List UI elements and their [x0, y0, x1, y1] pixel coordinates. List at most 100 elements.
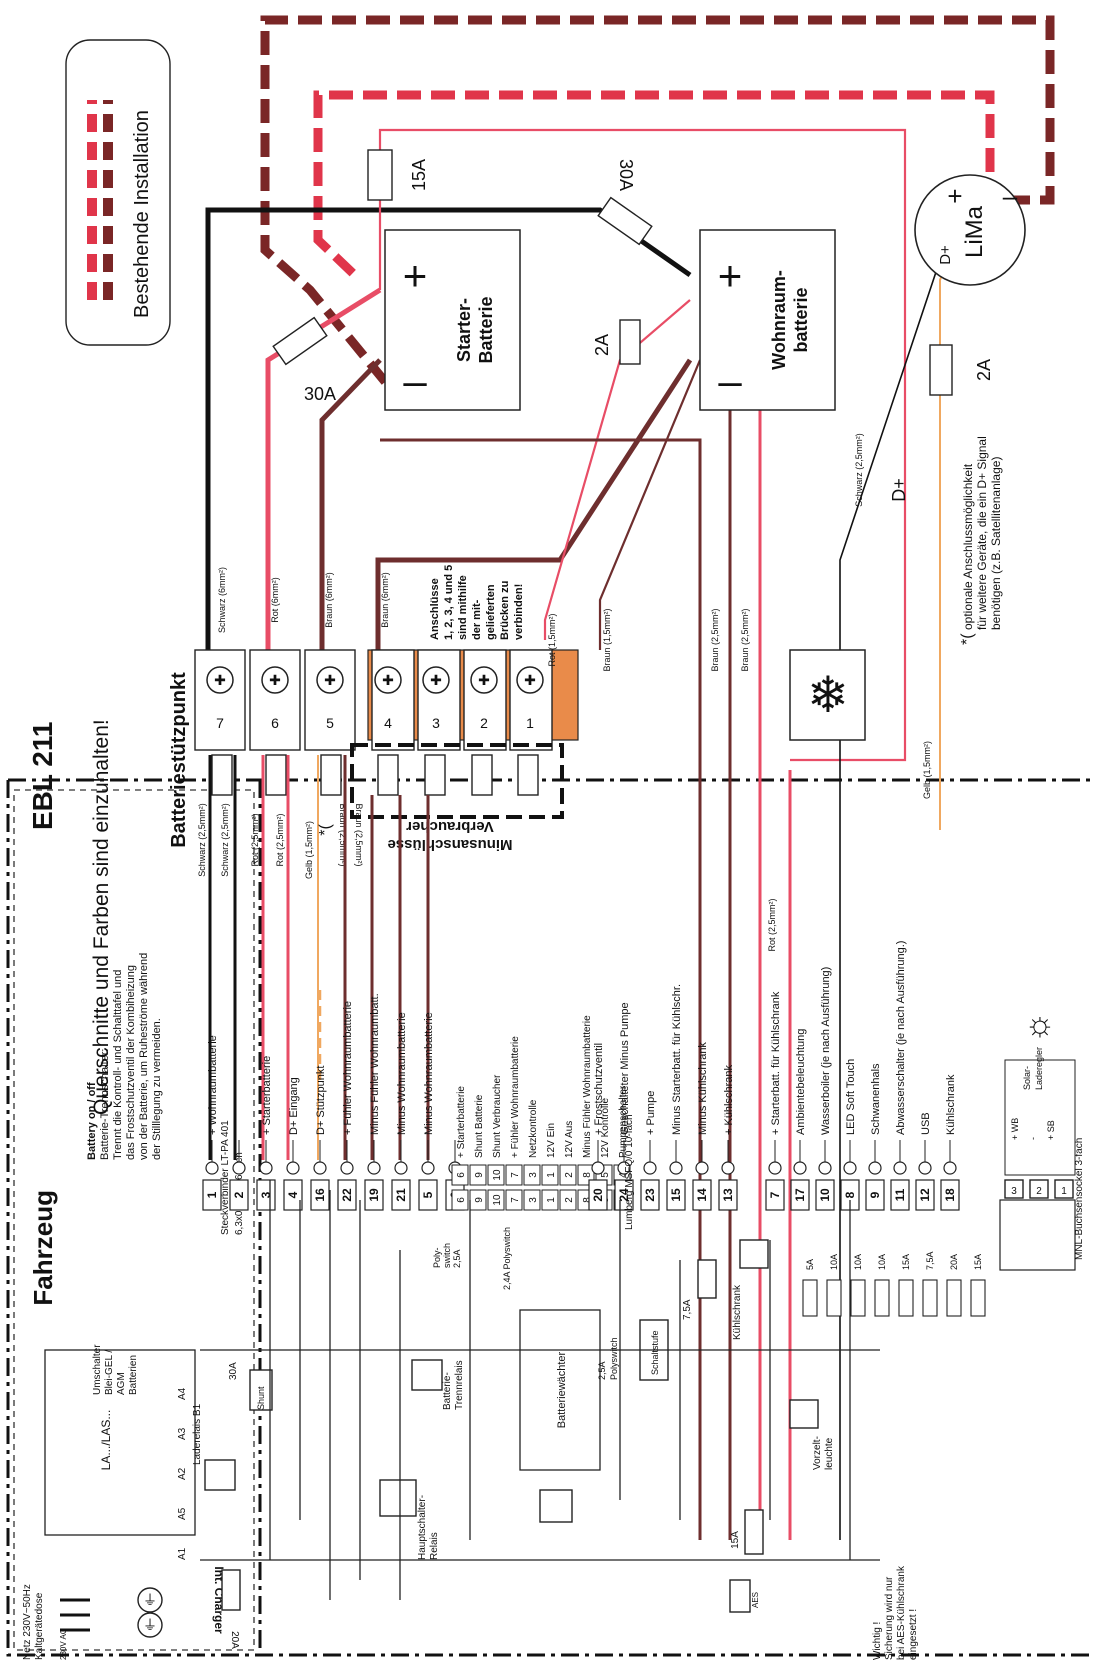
- pin-label: Shunt Verbraucher: [492, 1074, 503, 1158]
- svg-text:-: -: [1028, 1137, 1038, 1140]
- svg-text:eingesetzt !: eingesetzt !: [908, 1609, 919, 1660]
- pin-label: Minus Wohnraumbatterie: [423, 1012, 435, 1135]
- pin-row: 66+ Starterbatterie: [451, 1086, 469, 1211]
- output-fuse: 5A: [802, 1259, 818, 1317]
- pin-number: 4: [618, 1172, 629, 1178]
- pin-label: LED Soft Touch: [845, 1059, 857, 1135]
- svg-text:✚: ✚: [478, 672, 490, 688]
- pin-number: 22: [340, 1188, 354, 1202]
- svg-text:gelieferten: gelieferten: [485, 584, 497, 640]
- svg-text:+: +: [403, 252, 428, 299]
- svg-text:benötigen (z.B. Satellitenanla: benötigen (z.B. Satellitenanlage): [989, 457, 1003, 630]
- fuse-label: 10A: [829, 1254, 839, 1270]
- output-fuse: 10A: [874, 1254, 890, 1317]
- pin-label: D+ Stützpunkt: [315, 1066, 327, 1135]
- pin-row: 13+ Kühlschrank: [718, 1064, 738, 1211]
- svg-text:Schwarz (2,5mm²): Schwarz (2,5mm²): [854, 433, 864, 507]
- output-fuse: 10A: [826, 1254, 842, 1317]
- svg-text:15A: 15A: [730, 1531, 741, 1549]
- svg-text:Laderelais B1: Laderelais B1: [192, 1403, 203, 1465]
- fuse-2a-batt: 2A: [592, 319, 641, 365]
- svg-text:✚: ✚: [269, 672, 281, 688]
- terminal-1: ✚ 1: [509, 649, 553, 751]
- svg-text:A4: A4: [177, 1387, 188, 1400]
- fuse-label: 10A: [853, 1254, 863, 1270]
- svg-text:⏚: ⏚: [143, 1592, 157, 1608]
- svg-text:Wohnraum-: Wohnraum-: [769, 270, 789, 370]
- svg-text:für weitere Geräte, die ein D+: für weitere Geräte, die ein D+ Signal: [975, 436, 989, 630]
- pin-label: + Starterbatterie: [261, 1056, 273, 1135]
- svg-text:2,5A: 2,5A: [597, 1361, 607, 1380]
- sun-icon: ☼: [1024, 1005, 1055, 1043]
- svg-text:✚: ✚: [324, 672, 336, 688]
- svg-text:das Frostschutzventil der Komb: das Frostschutzventil der Kombiheizung: [125, 965, 137, 1160]
- lumberg-block: Lumberg MSFQ/0 10-fach: [624, 1114, 635, 1230]
- svg-text:Rot (2,5mm²): Rot (2,5mm²): [250, 813, 260, 866]
- main-wires: [205, 128, 961, 1540]
- svg-text:Braun (2,5mm²): Braun (2,5mm²): [354, 803, 364, 866]
- fuse-label: 7,5A: [925, 1251, 935, 1270]
- terminal-7: ✚ 7: [194, 649, 246, 751]
- svg-text:Braun (6mm²): Braun (6mm²): [324, 572, 334, 628]
- ebl-internals: LA.../LAS... A1 A5 A2 A3 A4 Int. Charger…: [22, 1180, 986, 1660]
- querschnitte-note: Querschnitte und Farben sind einzuhalten…: [90, 719, 113, 1115]
- pin-row: 18 Kühlschrank: [940, 1074, 960, 1211]
- svg-text:Laderegler: Laderegler: [1034, 1047, 1044, 1090]
- svg-text:der Stilllegung zu vermeiden.: der Stilllegung zu vermeiden.: [151, 1018, 163, 1160]
- pin-label: Ambientebeleuchtung: [795, 1029, 807, 1135]
- output-fuse: 7,5A: [922, 1251, 938, 1317]
- svg-text:–: –: [403, 357, 427, 404]
- svg-text:Kühlschrank: Kühlschrank: [732, 1284, 743, 1340]
- svg-text:leuchte: leuchte: [824, 1437, 835, 1470]
- svg-text:verbinden!: verbinden!: [513, 584, 525, 640]
- svg-text:+ SB: + SB: [1046, 1120, 1056, 1140]
- svg-text:Starter-: Starter-: [454, 298, 474, 362]
- pin-row: 12 USB: [915, 1112, 935, 1211]
- svg-text:2: 2: [480, 715, 488, 731]
- svg-text:Netz 230V~50Hz: Netz 230V~50Hz: [22, 1584, 33, 1660]
- pin-number: 12: [918, 1188, 932, 1202]
- pin-label: Minus Kühlschrank: [697, 1042, 709, 1135]
- pin-label: Kühlschrank: [945, 1074, 957, 1135]
- pin-label: USB: [920, 1112, 932, 1135]
- svg-text:2,5A: 2,5A: [452, 1249, 462, 1268]
- pin-label: 12V Kontrolle: [600, 1098, 611, 1158]
- pin-number: 10: [492, 1194, 503, 1206]
- pin-number: 3: [528, 1197, 539, 1203]
- fahrzeug-title: Fahrzeug: [28, 1190, 58, 1306]
- pin-label: + Pumpe: [645, 1091, 657, 1135]
- svg-text:❄: ❄: [807, 667, 849, 723]
- svg-text:15A: 15A: [409, 159, 429, 191]
- svg-text:4: 4: [384, 715, 392, 731]
- minus-terminals: [211, 754, 539, 796]
- pin-row: 2: [229, 1140, 249, 1211]
- legend-label: Bestehende Installation: [131, 110, 153, 318]
- pin-number: 18: [943, 1188, 957, 1202]
- pin-number: 9: [474, 1197, 485, 1203]
- svg-text:5: 5: [326, 715, 334, 731]
- pin-label: + Frostschutzventil: [593, 1043, 605, 1135]
- pin-number: 4: [286, 1191, 300, 1198]
- svg-text:Batteriewächter: Batteriewächter: [556, 1351, 568, 1428]
- svg-text:Kaltgerätedose: Kaltgerätedose: [34, 1592, 45, 1660]
- svg-text:switch: switch: [442, 1243, 452, 1268]
- svg-text:Rot (2,5mm²): Rot (2,5mm²): [767, 898, 777, 951]
- svg-text:von der Batterie, um Ruheström: von der Batterie, um Ruheströme während: [138, 953, 150, 1160]
- svg-text:3: 3: [432, 715, 440, 731]
- svg-text:1: 1: [1061, 1186, 1067, 1197]
- existing-wires: [260, 15, 1055, 403]
- ebl-module-frame: [6, 778, 1090, 1657]
- legend: Bestehende Installation: [65, 39, 171, 346]
- svg-text:Trennt die Kontroll- und Schal: Trennt die Kontroll- und Schalttafel und: [112, 970, 124, 1160]
- pin-number: 6: [456, 1172, 467, 1178]
- svg-text:AES: AES: [751, 1592, 760, 1608]
- pin-label: Minus Fühler Wohnraumbatt.: [369, 993, 381, 1135]
